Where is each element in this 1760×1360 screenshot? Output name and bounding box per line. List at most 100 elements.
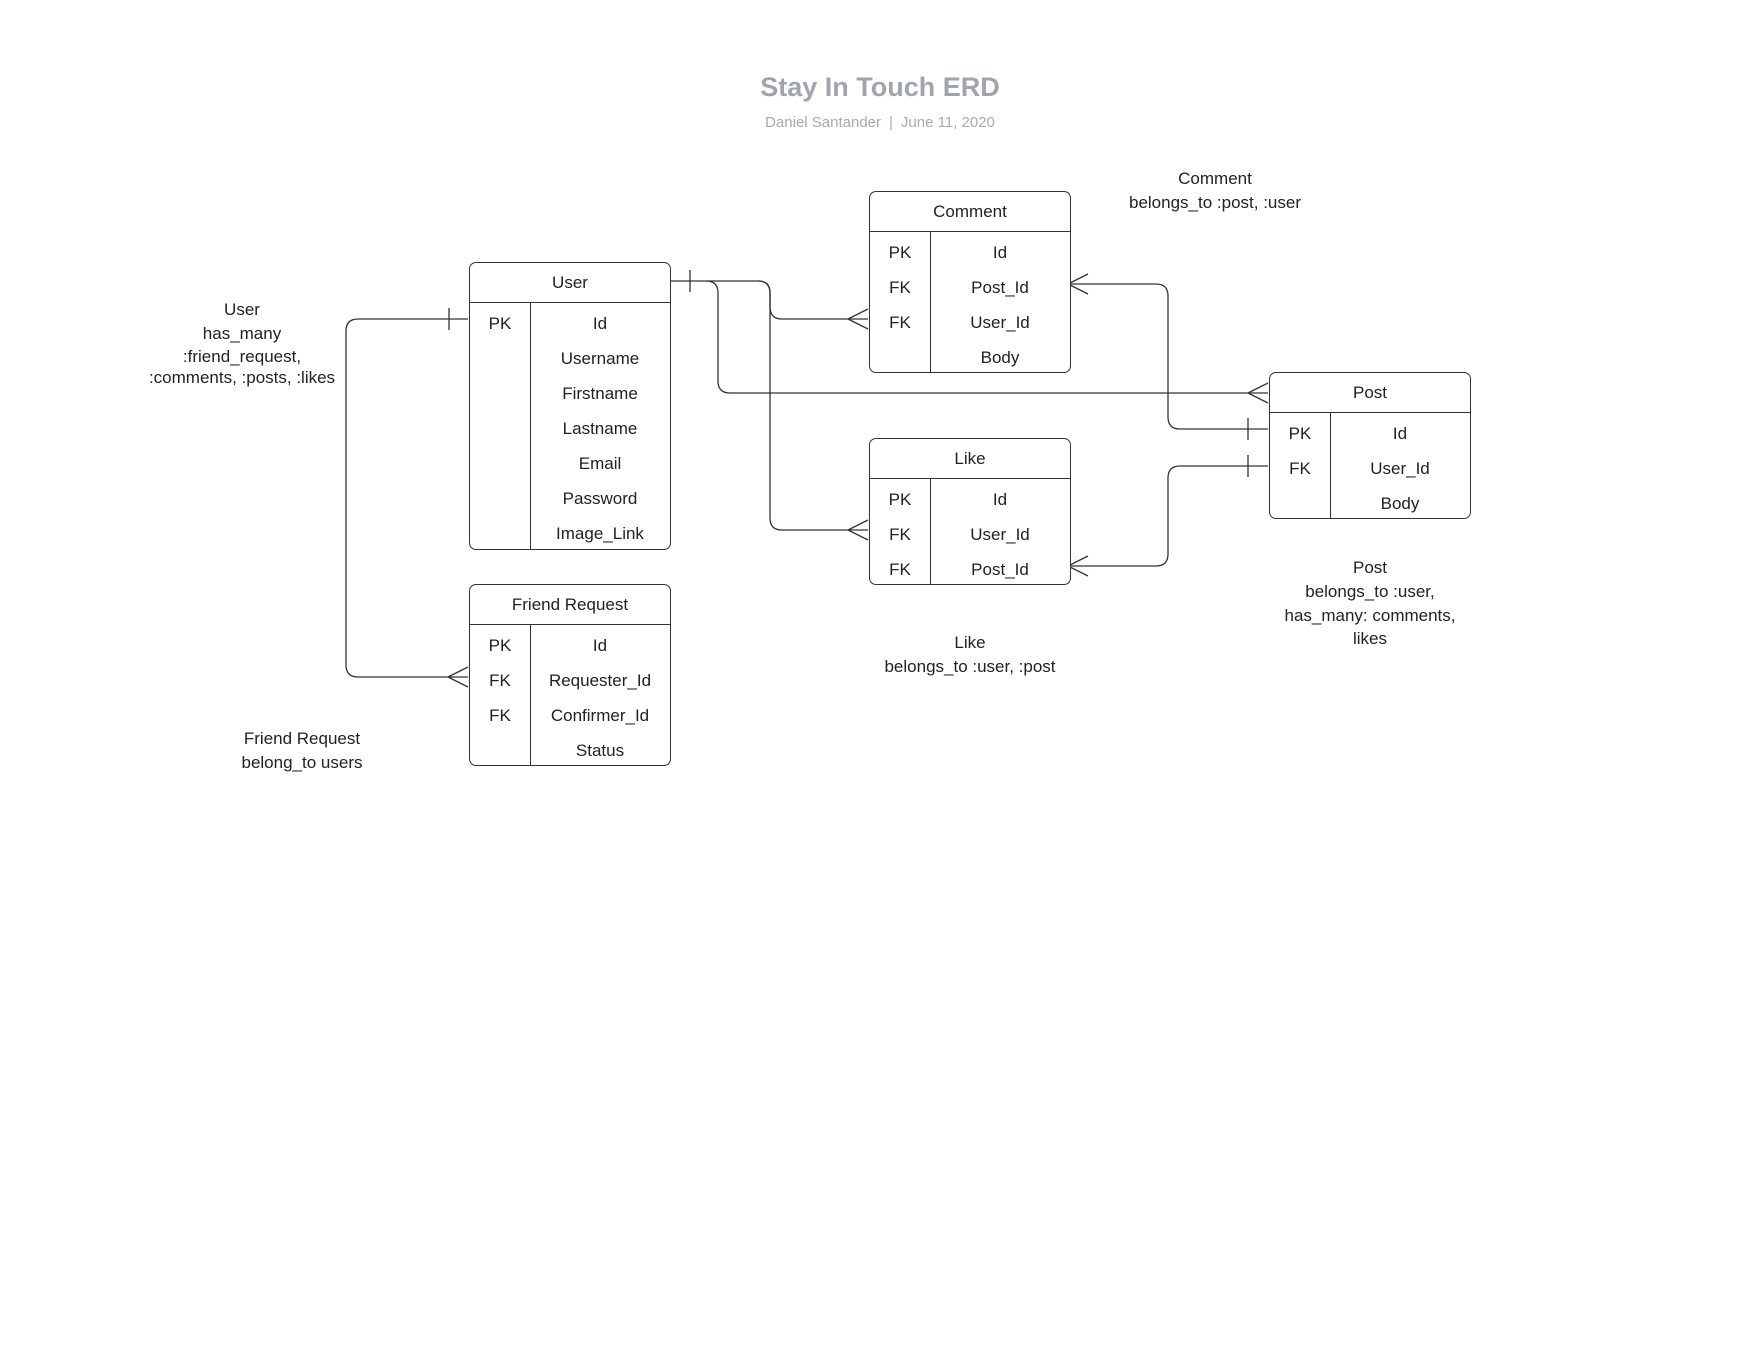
key-cell: FK (889, 525, 911, 544)
rel-user-post (705, 280, 1268, 394)
key-cell (470, 481, 530, 516)
key-cell (470, 516, 530, 549)
rel-user-like (757, 280, 868, 531)
key-cell (1270, 486, 1330, 518)
attribute-cell: Confirmer_Id (550, 706, 650, 725)
entity-like[interactable]: Like PK Id FK User_Id FK Post_Id (869, 438, 1071, 585)
crowfoot-mark (1067, 273, 1089, 295)
attribute-cell: Username (560, 349, 640, 368)
entity-row: PK Id (470, 306, 670, 341)
entity-row: FK User_Id (870, 517, 1070, 552)
diagram-title: Stay In Touch ERD (760, 72, 1000, 102)
note-friend-request: Friend Request belong_to users (222, 727, 382, 775)
entity-row: Image_Link (470, 516, 670, 549)
note-line: belongs_to :user, :post (884, 657, 1056, 676)
column-divider (530, 625, 531, 765)
column-divider (530, 303, 531, 549)
rel-user-friend-request (345, 318, 468, 678)
attribute-cell: Email (578, 454, 622, 473)
key-cell: FK (1289, 459, 1311, 478)
key-cell (470, 341, 530, 376)
note-line: :friend_request, (182, 347, 302, 366)
note-line: User (224, 300, 260, 319)
attribute-cell: Id (1392, 424, 1408, 443)
key-cell: PK (888, 490, 912, 509)
note-line: likes (1352, 629, 1387, 648)
attribute-cell: Status (575, 741, 625, 760)
entity-body: PK Id FK Requester_Id FK Confirmer_Id Statu… (470, 625, 670, 765)
diagram-subtitle: Daniel Santander | June 11, 2020 (0, 114, 1760, 131)
note-line: Post (1352, 558, 1388, 577)
attribute-cell: Post_Id (971, 278, 1029, 297)
note-comment: Comment belongs_to :post, :user (1100, 167, 1330, 215)
attribute-cell: Id (592, 314, 608, 333)
key-cell (470, 376, 530, 411)
entity-user[interactable]: User PK Id Username Firstname Lastname Em… (469, 262, 671, 550)
crowfoot-mark (847, 519, 869, 541)
attribute-cell: Lastname (562, 419, 638, 438)
column-divider (930, 479, 931, 584)
attribute-cell: Image_Link (556, 524, 644, 543)
entity-row: PK Id (870, 482, 1070, 517)
note-line: Like (954, 633, 986, 652)
rel-post-like (1068, 465, 1268, 567)
crowfoot-mark (847, 308, 869, 330)
note-post: Post belongs_to :user, has_many: comment… (1250, 556, 1490, 649)
note-like: Like belongs_to :user, :post (855, 631, 1085, 679)
key-cell: FK (889, 313, 911, 332)
attribute-cell: Id (592, 636, 608, 655)
entity-row: FK Confirmer_Id (470, 698, 670, 733)
entity-row: PK Id (470, 628, 670, 663)
diagram-date: June 11, 2020 (900, 114, 995, 131)
attribute-cell: User_Id (1370, 459, 1430, 478)
column-divider (1330, 413, 1331, 518)
note-line: has_many: comments, (1284, 606, 1456, 625)
note-line: belong_to users (241, 753, 363, 772)
entity-row: Status (470, 733, 670, 765)
note-line: belongs_to :post, :user (1128, 193, 1301, 212)
key-cell (470, 411, 530, 446)
key-cell: PK (488, 636, 512, 655)
note-line: :comments, :posts, :likes (148, 368, 336, 387)
entity-row: Username (470, 341, 670, 376)
author-name: Daniel Santander (765, 114, 882, 131)
key-cell (870, 340, 930, 372)
attribute-cell: Requester_Id (548, 671, 652, 690)
attribute-cell: Id (992, 243, 1008, 262)
note-line: Friend Request (243, 729, 361, 748)
key-cell: FK (889, 560, 911, 579)
subtitle-separator: | (889, 114, 893, 131)
key-cell (470, 446, 530, 481)
entity-title: User (470, 263, 670, 303)
attribute-cell: User_Id (970, 313, 1030, 332)
entity-row: Password (470, 481, 670, 516)
entity-title: Post (1270, 373, 1470, 413)
entity-row: Email (470, 446, 670, 481)
attribute-cell: Body (1380, 494, 1420, 513)
attribute-cell: Password (562, 489, 638, 508)
entity-row: Firstname (470, 376, 670, 411)
crowfoot-mark (447, 666, 469, 688)
attribute-cell: Id (992, 490, 1008, 509)
entity-row: Body (1270, 486, 1470, 518)
note-line: has_many (202, 324, 282, 343)
note-line: Comment (1178, 169, 1252, 188)
attribute-cell: User_Id (970, 525, 1030, 544)
note-user: User has_many :friend_request, :comments… (130, 298, 354, 388)
column-divider (930, 232, 931, 372)
crowfoot-mark (1067, 555, 1089, 577)
attribute-cell: Post_Id (971, 560, 1029, 579)
entity-row: FK User_Id (1270, 451, 1470, 486)
key-cell: PK (488, 314, 512, 333)
entity-title: Like (870, 439, 1070, 479)
entity-row: FK User_Id (870, 305, 1070, 340)
key-cell: FK (489, 706, 511, 725)
